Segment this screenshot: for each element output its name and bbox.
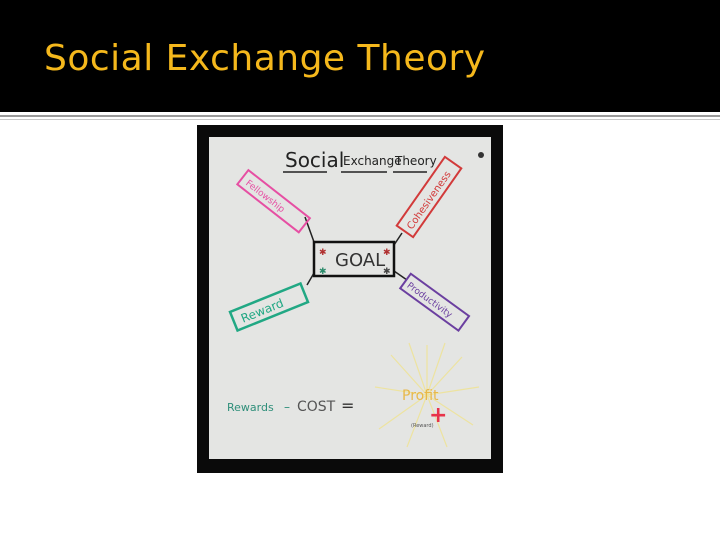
equation-equals: = <box>341 396 354 415</box>
star-icon: ✱ <box>319 248 327 258</box>
profit-plus-sign: + <box>429 403 447 428</box>
divider-line <box>0 115 720 117</box>
connector-line <box>393 270 408 281</box>
title-bar: Social Exchange Theory <box>0 0 720 112</box>
equation-minus: – <box>284 400 290 414</box>
banner-outline <box>228 281 310 333</box>
poster-photo: Social Exchange Theory GOAL ✱ ✱ ✱ ✱ Fell… <box>197 125 503 473</box>
poster-title-social: Social <box>285 148 344 172</box>
goal-box <box>312 240 396 278</box>
profit-sunburst <box>374 342 480 448</box>
banner-outline <box>398 272 471 333</box>
thumbtack-icon <box>478 152 484 158</box>
banner-outline <box>395 155 463 239</box>
equation-rewards: Rewards <box>227 401 274 414</box>
star-icon: ✱ <box>319 267 327 277</box>
banner-outline <box>235 168 312 234</box>
equation-cost: COST <box>297 399 336 415</box>
star-icon: ✱ <box>383 267 391 277</box>
profit-note: (Reward) <box>411 423 434 429</box>
slide-title: Social Exchange Theory <box>44 38 486 79</box>
poster-title-theory: Theory <box>394 154 437 168</box>
divider-line-thin <box>0 119 720 120</box>
connector-line <box>393 232 403 246</box>
star-icon: ✱ <box>383 248 391 258</box>
goal-label: GOAL <box>335 250 385 271</box>
profit-label: Profit <box>402 388 439 404</box>
poster-drawing: Social Exchange Theory GOAL ✱ ✱ ✱ ✱ Fell… <box>209 137 491 459</box>
poster-title-exchange: Exchange <box>343 154 402 168</box>
